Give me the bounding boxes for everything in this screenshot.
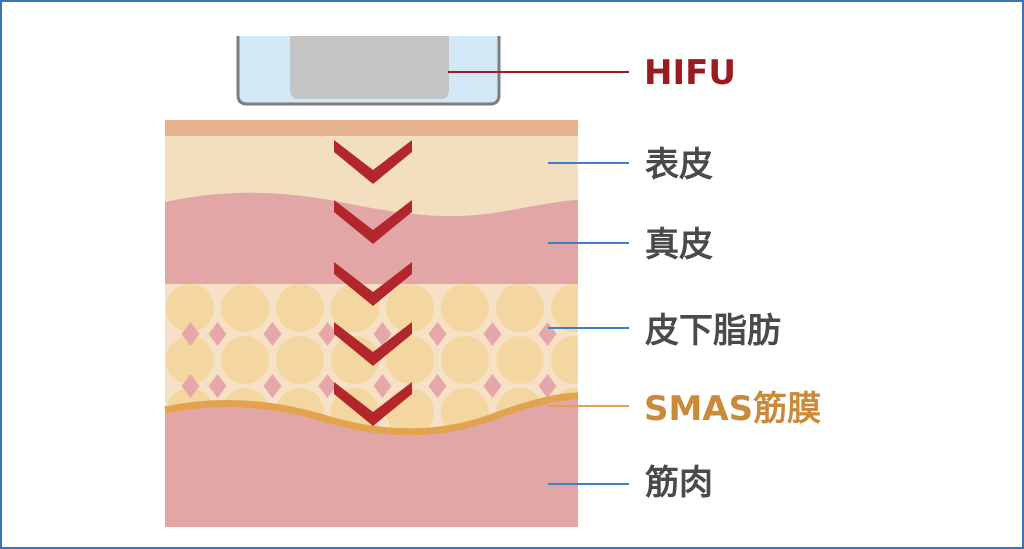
fat-diamond bbox=[538, 374, 557, 398]
dermis-label: 真皮 bbox=[645, 225, 713, 265]
fat-cell bbox=[551, 336, 578, 384]
fat-diamond bbox=[263, 374, 282, 398]
fat-diamond bbox=[318, 322, 337, 346]
muscle-layer bbox=[165, 398, 578, 527]
fat-diamond bbox=[594, 374, 612, 398]
fat-cell bbox=[441, 284, 489, 332]
fat-diamond bbox=[428, 374, 447, 398]
chevron-down-icon bbox=[334, 322, 412, 366]
fat-diamond bbox=[483, 374, 502, 398]
hifu-label: HIFU bbox=[644, 53, 736, 93]
hifu-transducer-icon bbox=[236, 36, 501, 106]
fat-cell bbox=[386, 336, 434, 384]
fat-cell bbox=[221, 284, 269, 332]
muscle-label: 筋肉 bbox=[645, 463, 713, 503]
fat-diamond bbox=[428, 322, 447, 346]
fat-diamond bbox=[181, 374, 200, 398]
fat-cell bbox=[166, 336, 214, 384]
smas-fascia-label: SMAS筋膜 bbox=[644, 389, 822, 429]
chevron-down-icon bbox=[334, 262, 412, 306]
fat-cell bbox=[386, 284, 434, 332]
fat-diamond bbox=[318, 374, 337, 398]
skin-surface-strip bbox=[165, 120, 578, 136]
fat-cell bbox=[551, 284, 578, 332]
fat-cell bbox=[166, 284, 214, 332]
fat-diamond bbox=[373, 374, 392, 398]
fat-diamond bbox=[263, 322, 282, 346]
fat-diamond bbox=[208, 374, 227, 398]
fat-diamond bbox=[373, 322, 392, 346]
fat-diamond bbox=[594, 322, 612, 346]
chevron-down-icon bbox=[334, 140, 412, 184]
fat-cell bbox=[496, 336, 544, 384]
fat-diamond bbox=[181, 322, 200, 346]
smas-fascia-line bbox=[164, 392, 579, 436]
fat-cell bbox=[221, 336, 269, 384]
fat-cell bbox=[441, 336, 489, 384]
fat-diamond bbox=[208, 322, 227, 346]
fat-cell bbox=[276, 336, 324, 384]
subcutaneous-fat-label: 皮下脂肪 bbox=[645, 311, 781, 351]
fat-cell bbox=[276, 284, 324, 332]
ultrasound-arrows bbox=[334, 140, 412, 426]
fat-diamond bbox=[483, 322, 502, 346]
fat-cell bbox=[496, 284, 544, 332]
chevron-down-icon bbox=[334, 200, 412, 244]
chevron-down-icon bbox=[334, 382, 412, 426]
epidermis-label: 表皮 bbox=[645, 145, 713, 185]
